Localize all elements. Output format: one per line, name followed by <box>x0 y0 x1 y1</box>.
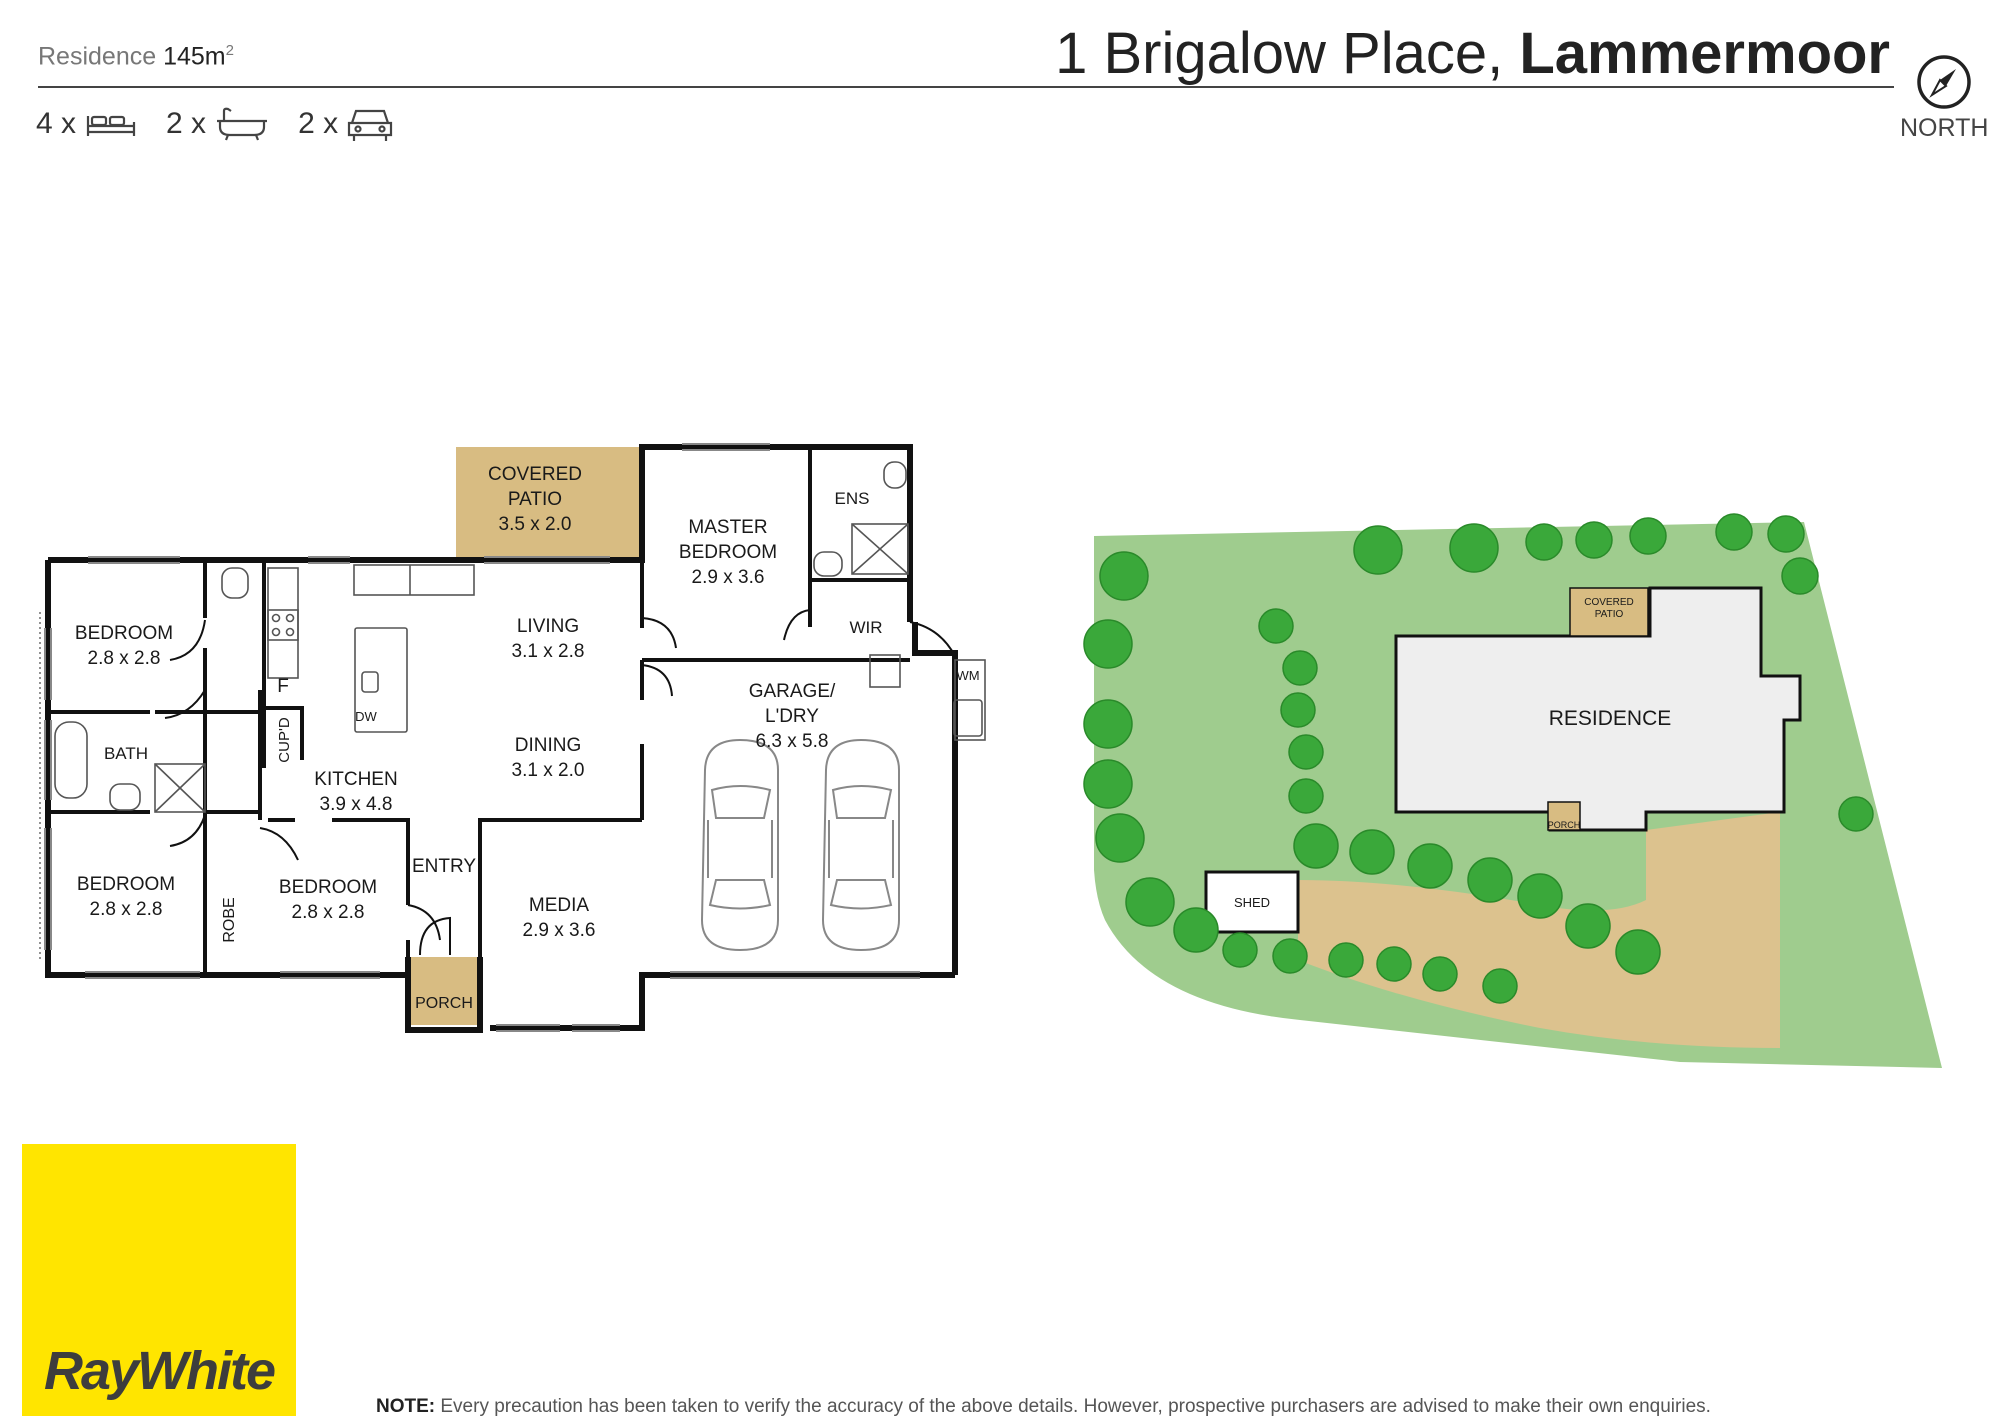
residence-area: Residence 145m2 <box>38 42 234 71</box>
garage-car-1 <box>700 738 779 952</box>
shower <box>154 763 206 813</box>
fridge-label: F <box>277 676 289 697</box>
washing-machine-label: WM <box>956 668 979 683</box>
kitchen-island <box>354 627 408 733</box>
fixtures <box>39 461 986 962</box>
living-label: LIVING <box>517 616 579 637</box>
bedroom-1-dims: 2.8 x 2.8 <box>88 648 161 669</box>
raywhite-logo-text: RayWhite <box>43 1341 276 1401</box>
wir-label: WIR <box>849 618 882 637</box>
garage-dims: 6.3 x 5.8 <box>756 731 829 752</box>
bedroom-1-label: BEDROOM <box>75 623 173 644</box>
site-residence-label: RESIDENCE <box>1549 707 1672 730</box>
car-icon <box>347 109 393 141</box>
site-covered-patio-label-2: PATIO <box>1595 609 1624 620</box>
garage-car-2 <box>821 738 900 952</box>
bedroom-count: 4 x <box>36 107 77 140</box>
residence-area-value: 145m <box>163 42 226 71</box>
robe-label: ROBE <box>221 897 238 942</box>
master-bedroom-label-2: BEDROOM <box>679 542 777 563</box>
raywhite-logo <box>22 1144 296 1416</box>
master-bedroom-dims: 2.9 x 3.6 <box>692 567 765 588</box>
note-label: NOTE: <box>376 1396 436 1417</box>
master-bedroom-label: MASTER <box>688 517 767 538</box>
property-address: 1 Brigalow Place, Lammermoor <box>1055 20 1890 87</box>
bathtub-icon <box>217 107 268 141</box>
site-porch <box>1547 801 1581 831</box>
cupboard-label: CUP'D <box>276 717 293 763</box>
media-label: MEDIA <box>529 895 590 916</box>
bedroom-3-label: BEDROOM <box>279 877 377 898</box>
north-compass-icon <box>1917 55 1971 109</box>
toilet <box>221 567 249 599</box>
doors <box>164 609 956 956</box>
bed-icon <box>86 115 136 136</box>
shed <box>1204 870 1300 934</box>
note-text: Every precaution has been taken to verif… <box>435 1396 1711 1417</box>
floor-plan: COVERED PATIO 3.5 x 2.0 MASTER BEDROOM 2… <box>39 443 986 1033</box>
bath-label: BATH <box>104 744 148 763</box>
ensuite-label: ENS <box>835 489 870 508</box>
bedroom-2-label: BEDROOM <box>77 874 175 895</box>
north-label: NORTH <box>1900 114 1989 142</box>
kitchen-label: KITCHEN <box>314 769 397 790</box>
site-porch-label: PORCH <box>1548 820 1581 830</box>
disclaimer-note: NOTE: Every precaution has been taken to… <box>376 1396 1711 1418</box>
address-suburb: Lammermoor <box>1519 21 1890 86</box>
entry-label: ENTRY <box>412 856 476 877</box>
windows <box>44 443 920 1032</box>
address-street: 1 Brigalow Place, <box>1055 21 1520 86</box>
kitchen-dims: 3.9 x 4.8 <box>320 794 393 815</box>
covered-patio-label: COVERED <box>488 464 582 485</box>
ensuite-shower <box>851 523 909 575</box>
porch-label: PORCH <box>415 995 473 1012</box>
area-unit-sup: 2 <box>225 42 234 59</box>
covered-patio-label-2: PATIO <box>508 489 562 510</box>
living-dims: 3.1 x 2.8 <box>512 641 585 662</box>
bathtub <box>54 721 88 799</box>
driveway <box>1298 812 1780 1048</box>
dishwasher-label: DW <box>355 709 377 724</box>
site-shed-label: SHED <box>1234 895 1270 910</box>
site-plan: COVERED PATIO RESIDENCE PORCH SHED <box>1083 513 1942 1068</box>
laundry-tub <box>953 699 983 737</box>
residence-label: Residence <box>38 42 157 71</box>
trees <box>1083 513 1874 1004</box>
garage-label-2: L'DRY <box>765 706 819 727</box>
header-divider <box>38 86 1894 88</box>
car-icons <box>700 738 900 952</box>
covered-patio-area <box>456 447 642 557</box>
interior-walls <box>48 447 910 975</box>
bathroom-count: 2 x <box>166 107 207 140</box>
media-dims: 2.9 x 3.6 <box>523 920 596 941</box>
feature-counts: 4 x 2 x 2 x <box>36 104 422 144</box>
bedroom-2-dims: 2.8 x 2.8 <box>90 899 163 920</box>
car-space-count: 2 x <box>298 107 339 140</box>
exterior-walls <box>45 444 958 1033</box>
garage-label: GARAGE/ <box>749 681 836 702</box>
covered-patio-dims: 3.5 x 2.0 <box>499 514 572 535</box>
site-covered-patio-label: COVERED <box>1584 597 1633 608</box>
dining-dims: 3.1 x 2.0 <box>512 760 585 781</box>
bedroom-3-dims: 2.8 x 2.8 <box>292 902 365 923</box>
porch-area <box>410 957 480 1025</box>
dining-label: DINING <box>515 735 582 756</box>
site-covered-patio <box>1569 587 1649 637</box>
